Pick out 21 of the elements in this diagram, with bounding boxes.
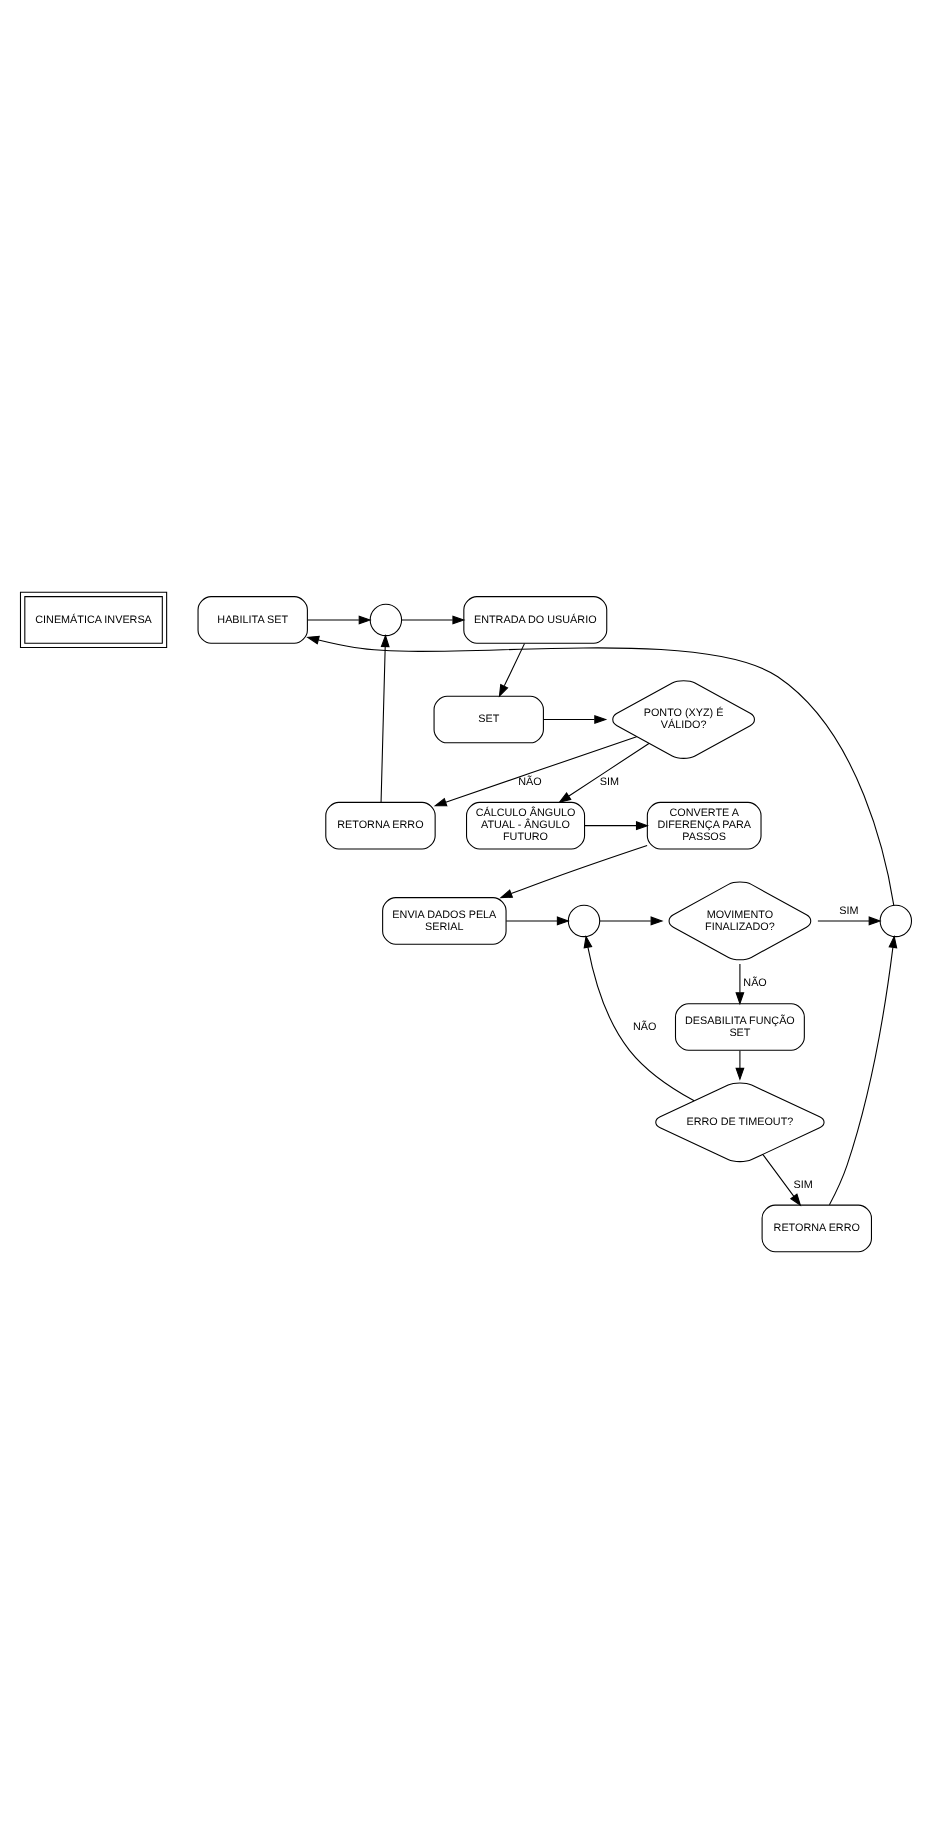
arrow <box>599 916 664 926</box>
arrow <box>499 844 648 899</box>
arrow <box>583 934 695 1102</box>
arrow <box>735 963 745 1006</box>
arrow <box>584 821 649 831</box>
node-circle <box>567 904 601 938</box>
arrow <box>762 1154 802 1207</box>
arrow <box>817 916 882 926</box>
arrow <box>401 615 466 625</box>
node-circle <box>879 904 913 938</box>
arrow <box>543 715 608 725</box>
node-circle <box>369 603 403 637</box>
arrow <box>307 615 372 625</box>
arrow <box>505 916 570 926</box>
arrow <box>380 634 390 803</box>
arrow <box>433 736 638 807</box>
arrow <box>735 1050 745 1081</box>
arrow <box>558 742 650 804</box>
arrow <box>306 635 895 906</box>
arrow <box>498 643 526 698</box>
arrow <box>828 934 898 1206</box>
